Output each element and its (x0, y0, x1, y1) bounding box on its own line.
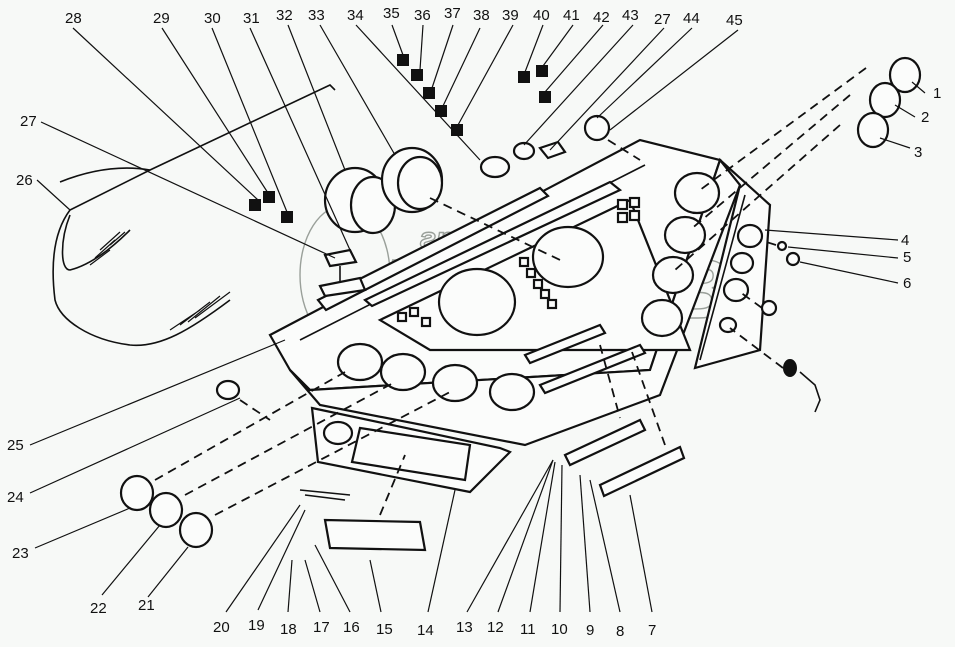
callout: 2 (921, 109, 929, 126)
callout: 17 (313, 619, 330, 636)
lamp-block-7 (598, 445, 686, 498)
switch-45 (583, 114, 611, 142)
switch-block (323, 518, 427, 552)
callout: 16 (343, 619, 360, 636)
assembly-lines (154, 67, 867, 516)
callout: 22 (90, 600, 107, 617)
callout: 4 (901, 232, 909, 249)
large-gauges (323, 146, 444, 235)
callout: 33 (308, 7, 325, 24)
callout: 23 (12, 545, 29, 562)
callout: 25 (7, 437, 24, 454)
callout: 36 (414, 7, 431, 24)
callout: 28 (65, 10, 82, 27)
connector-43 (512, 141, 536, 161)
callout: 26 (16, 172, 33, 189)
callout: 6 (903, 275, 911, 292)
callout: 38 (473, 7, 490, 24)
callout: 15 (376, 621, 393, 638)
gauges-right (856, 56, 922, 149)
callout: 20 (213, 619, 230, 636)
callout: 31 (243, 10, 260, 27)
callouts-right: 1 2 3 4 5 6 (901, 85, 941, 292)
lamp-block-10 (563, 418, 647, 467)
callout: 42 (593, 9, 610, 26)
toggle-switches (397, 54, 551, 136)
callout: 18 (280, 621, 297, 638)
callout: 43 (622, 7, 639, 24)
callout: 40 (533, 7, 550, 24)
callout: 37 (444, 5, 461, 22)
switch (249, 199, 261, 211)
callouts-bottom: 20 19 18 17 16 15 14 13 12 11 10 9 8 7 (213, 617, 656, 640)
callout: 27 (20, 113, 37, 130)
callout: 12 (487, 619, 504, 636)
leader-lines (29, 24, 926, 613)
indicator-lamps (396, 196, 641, 328)
bracket (323, 248, 358, 268)
callout: 14 (417, 622, 434, 639)
sensor-34 (479, 155, 511, 179)
callout: 8 (616, 623, 624, 640)
gauges-left (119, 474, 214, 549)
callout: 44 (683, 10, 700, 27)
callout: 39 (502, 7, 519, 24)
callout: 41 (563, 7, 580, 24)
callout: 13 (456, 619, 473, 636)
callout: 45 (726, 12, 743, 29)
callout: 3 (914, 144, 922, 161)
callout: 29 (153, 10, 170, 27)
wiring-harness (52, 84, 336, 347)
callout: 7 (648, 622, 656, 639)
callout: 21 (138, 597, 155, 614)
callouts-top: 28 29 30 31 32 33 34 35 36 37 38 39 40 4… (65, 5, 743, 29)
callout: 10 (551, 621, 568, 638)
callout: 5 (903, 249, 911, 266)
callout: 34 (347, 7, 364, 24)
callout: 27 (654, 11, 671, 28)
panel-body (268, 138, 772, 494)
sensor-25 (215, 379, 241, 401)
callout: 30 (204, 10, 221, 27)
callouts-left: 27 26 25 24 23 22 21 (7, 113, 155, 617)
callout: 24 (7, 489, 24, 506)
callout: 19 (248, 617, 265, 634)
callout: 11 (520, 621, 536, 638)
callout: 32 (276, 7, 293, 24)
callout: 9 (586, 622, 594, 639)
callout: 35 (383, 5, 400, 22)
callout: 1 (933, 85, 941, 102)
